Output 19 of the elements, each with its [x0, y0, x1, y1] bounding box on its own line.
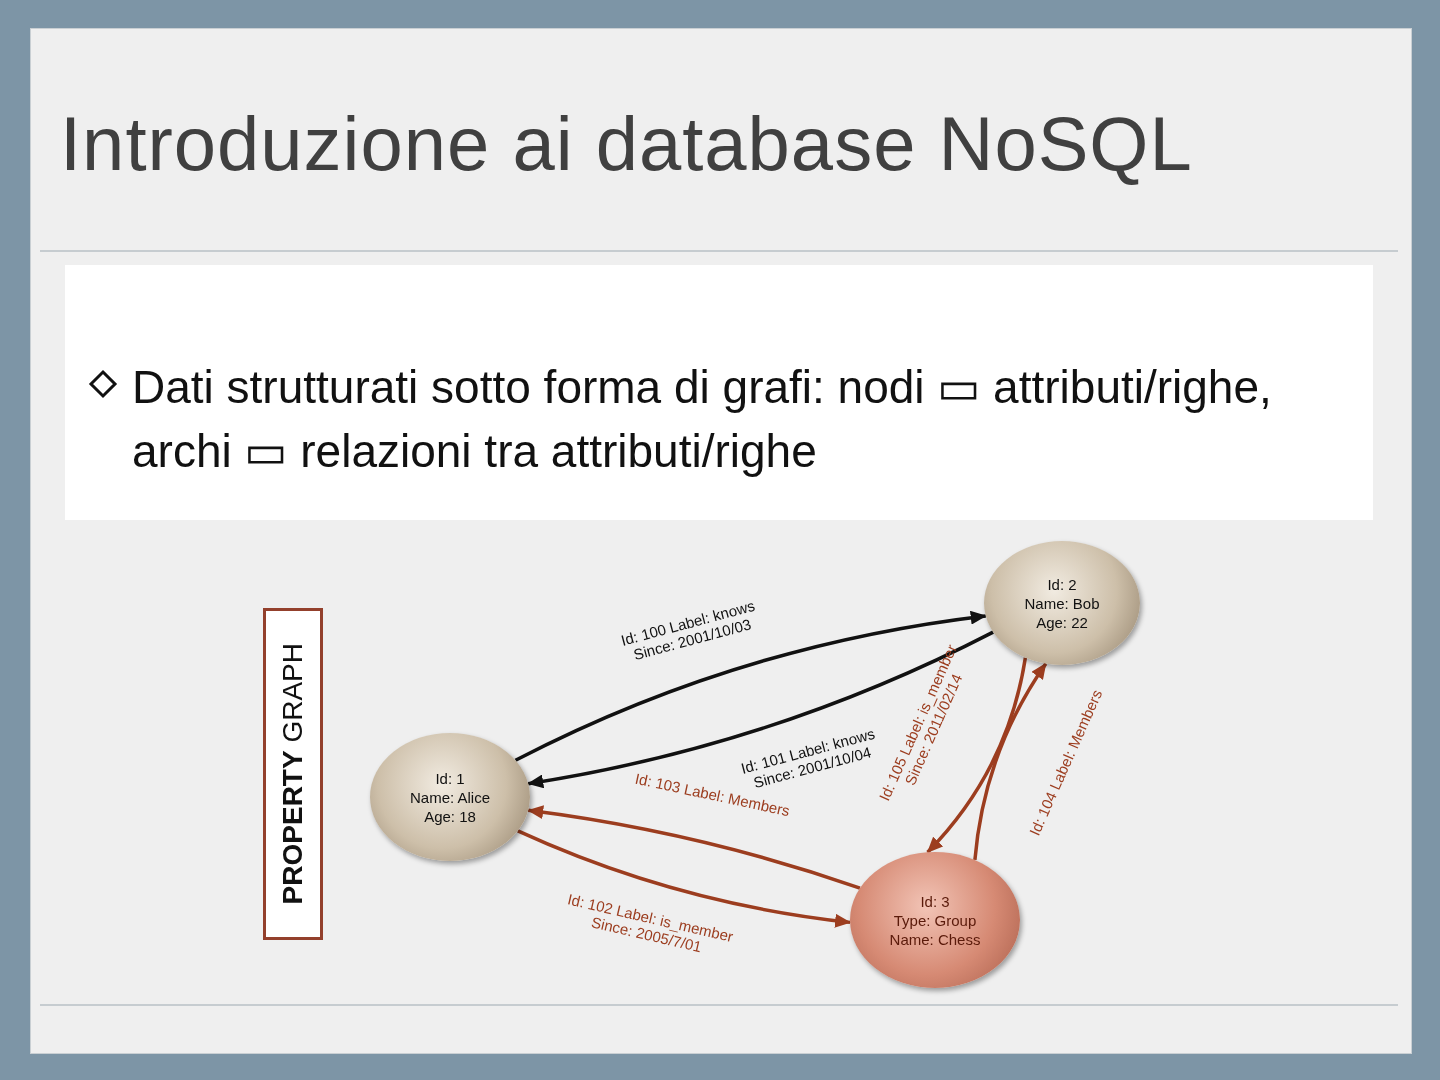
arrow	[517, 829, 852, 928]
slide-title: Introduzione ai database NoSQL	[60, 100, 1193, 187]
arrow	[926, 657, 1028, 854]
node-property-text: Id: 3	[920, 891, 950, 911]
node-property-text: Age: 18	[424, 806, 476, 826]
arrow	[973, 662, 1048, 861]
arrow	[527, 805, 861, 890]
arrow	[514, 610, 987, 762]
node-property-text: Id: 2	[1047, 574, 1077, 594]
node-property-text: Name: Bob	[1024, 593, 1100, 613]
bullet-text: Dati strutturati sotto forma di grafi: nodi ▭ attributi/righe, archi ▭ relazioni tra attributi/righe	[132, 360, 1273, 479]
node-property-text: Type: Group	[893, 910, 977, 930]
arrow	[527, 630, 994, 789]
node-property-text: Name: Alice	[409, 787, 490, 807]
node-property-text: Id: 1	[435, 768, 465, 788]
node-property-text: Name: Chess	[889, 929, 981, 949]
node-property-text: Age: 22	[1036, 612, 1088, 632]
vertical-title-text: PROPERTY GRAPH	[277, 643, 309, 905]
vertical-title-box	[263, 608, 323, 940]
